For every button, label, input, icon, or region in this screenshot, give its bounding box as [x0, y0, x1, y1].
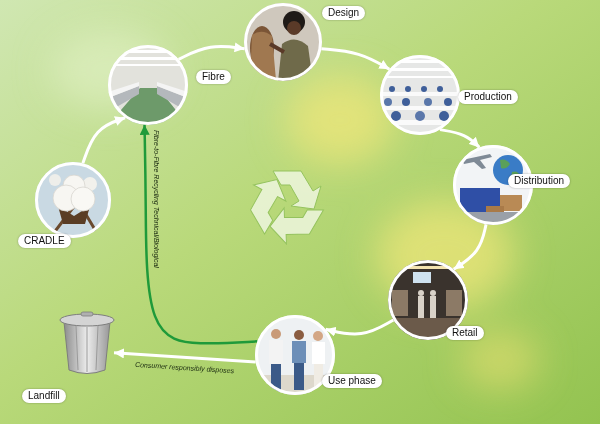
- store-photo: [413, 272, 431, 283]
- store-photo: [446, 290, 462, 316]
- people-photo: [294, 362, 304, 390]
- stage-circle: Retail: [388, 260, 468, 340]
- factory-photo: [380, 92, 460, 96]
- recycle-symbol: [241, 171, 324, 251]
- factory-photo: [402, 98, 410, 106]
- stage-circle: Fibre: [108, 45, 188, 125]
- mill-photo: [108, 45, 188, 125]
- circle-outline: [35, 162, 111, 238]
- arrow-label: Consumer responsibly disposes: [134, 360, 234, 375]
- store-photo: [430, 296, 436, 318]
- trash-can: [64, 322, 110, 374]
- stage-label: Design: [322, 6, 365, 20]
- mill-photo: [108, 50, 188, 53]
- factory-photo: [380, 55, 460, 135]
- stage-label: Fibre: [196, 70, 231, 84]
- people-photo: [294, 330, 304, 340]
- people-photo: [271, 329, 281, 339]
- recycle-symbol: [241, 174, 298, 235]
- stage-label: Use phase: [322, 374, 382, 388]
- store-photo: [418, 290, 424, 296]
- mill-photo: [108, 64, 188, 66]
- designer-photo: [244, 3, 322, 81]
- stage-label: Distribution: [508, 174, 570, 188]
- people-photo: [292, 341, 306, 363]
- mill-photo: [108, 82, 139, 98]
- factory-photo: [439, 111, 449, 121]
- stage-circle: CRADLE: [35, 162, 111, 238]
- flow-arrow: [326, 320, 394, 334]
- trash-can: [81, 312, 93, 316]
- people-photo: [312, 342, 325, 364]
- circle-outline: [37, 164, 110, 237]
- light-patches: [50, 30, 540, 390]
- stage-circle: Production: [380, 55, 460, 135]
- designer-photo: [270, 44, 284, 52]
- factory-photo: [389, 86, 395, 92]
- circle-outline: [244, 3, 322, 81]
- cotton-photo: [49, 174, 61, 186]
- light-patches: [285, 75, 395, 165]
- designer-photo: [244, 3, 322, 82]
- factory-photo: [380, 60, 460, 63]
- mill-photo: [108, 45, 188, 125]
- designer-photo: [278, 39, 313, 82]
- recycling-arrow: [145, 125, 258, 344]
- people-photo: [313, 331, 323, 341]
- arrow-label: Fibre-to-Fibre Recycling Technical/Biolo…: [152, 130, 161, 268]
- mill-photo: [157, 82, 188, 98]
- cotton-photo: [35, 162, 111, 238]
- circle-outline: [380, 55, 460, 135]
- flow-arrow: [321, 49, 389, 70]
- factory-photo: [380, 106, 460, 110]
- circle-outline: [382, 57, 459, 134]
- factory-photo: [437, 86, 443, 92]
- factory-photo: [424, 98, 432, 106]
- stage-circle: Use phase: [255, 315, 335, 395]
- circle-outline: [108, 45, 188, 125]
- factory-photo: [380, 55, 460, 135]
- stage-label: Production: [458, 90, 518, 104]
- flow-arrow: [114, 353, 256, 362]
- trash-can: [60, 312, 114, 374]
- flow-arrow: [440, 130, 479, 148]
- factory-photo: [405, 86, 411, 92]
- flow-arrow: [83, 118, 125, 164]
- stage-circle: Distribution: [453, 145, 533, 225]
- recycle-symbol: [241, 174, 298, 235]
- store-photo: [392, 290, 408, 316]
- store-photo: [418, 296, 424, 318]
- trash-can: [76, 326, 98, 372]
- flow-arrow: [179, 47, 245, 60]
- people-photo: [269, 340, 283, 364]
- landfill-bin: Landfill: [60, 311, 114, 375]
- factory-photo: [384, 98, 392, 106]
- cotton-photo: [35, 162, 111, 238]
- cotton-photo: [71, 187, 95, 211]
- circle-outline: [246, 5, 321, 80]
- circle-outline: [110, 47, 187, 124]
- stage-circle: Design: [244, 3, 322, 81]
- factory-photo: [421, 86, 427, 92]
- stage-label: CRADLE: [18, 234, 71, 248]
- factory-photo: [391, 111, 401, 121]
- flow-arrow: [454, 224, 486, 269]
- store-photo: [430, 290, 436, 296]
- factory-photo: [444, 98, 452, 106]
- stage-label: Retail: [446, 326, 484, 340]
- factory-photo: [415, 111, 425, 121]
- designer-photo: [287, 21, 301, 35]
- stage-label: Landfill: [22, 389, 66, 403]
- factory-photo: [380, 76, 460, 78]
